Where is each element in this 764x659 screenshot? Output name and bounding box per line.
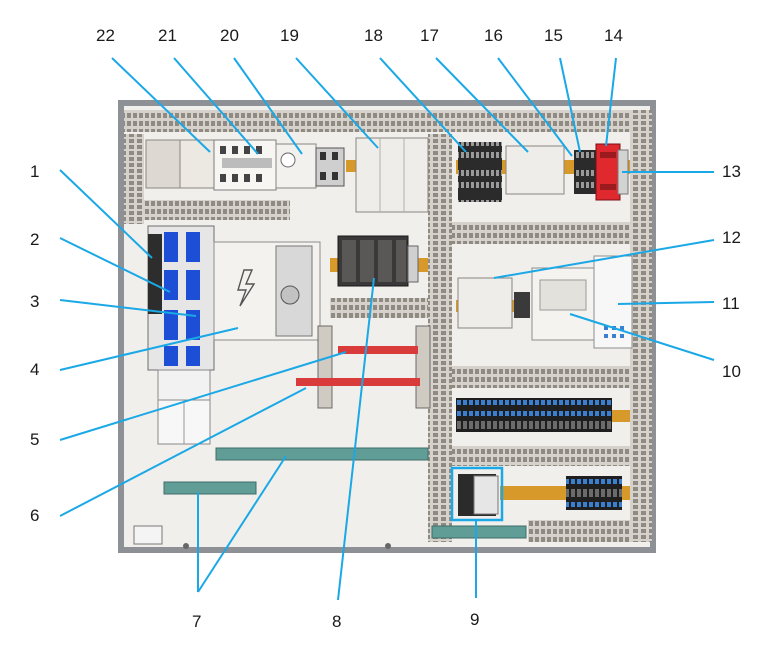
- callout-label-21: 21: [158, 26, 177, 45]
- main-switch-4: [213, 241, 321, 341]
- callout-label-13: 13: [722, 162, 741, 181]
- leader-line-12: [493, 239, 715, 279]
- module-19: [355, 137, 429, 213]
- leader-line-7-b: [197, 455, 287, 593]
- leader-line-10: [569, 313, 715, 361]
- plate-details: [133, 525, 391, 549]
- callout-label-20: 20: [220, 26, 239, 45]
- leader-line-15: [559, 57, 581, 153]
- leader-line-4: [59, 327, 239, 371]
- ground-rails: [163, 447, 527, 539]
- callout-label-5: 5: [30, 430, 40, 449]
- leader-line-1: [59, 169, 153, 259]
- leader-line-18: [379, 57, 467, 153]
- leader-line-11: [617, 301, 715, 305]
- top-right-modules: [458, 142, 629, 202]
- leader-line-14: [605, 57, 617, 147]
- callout-label-14: 14: [604, 26, 623, 45]
- terminal-strip: [456, 398, 612, 432]
- surge-protection-8: [337, 235, 419, 287]
- callout-label-19: 19: [280, 26, 299, 45]
- leader-line-8: [337, 277, 375, 601]
- callout-label-4: 4: [30, 360, 40, 379]
- callout-label-2: 2: [30, 230, 40, 249]
- callout-label-18: 18: [364, 26, 383, 45]
- callout-label-9: 9: [470, 610, 480, 629]
- component-9: [450, 466, 622, 522]
- right-middle-modules: [457, 255, 633, 349]
- callout-label-8: 8: [332, 612, 342, 631]
- callout-label-17: 17: [420, 26, 439, 45]
- callout-label-22: 22: [96, 26, 115, 45]
- callout-label-15: 15: [544, 26, 563, 45]
- busbars: [296, 325, 431, 409]
- leader-line-22: [111, 57, 211, 153]
- callout-label-6: 6: [30, 506, 40, 525]
- callout-label-10: 10: [722, 362, 741, 381]
- lightning-bolt-icon: [237, 269, 256, 307]
- leader-line-2: [59, 237, 171, 293]
- leader-line-19: [295, 57, 379, 149]
- leader-line-3: [59, 299, 197, 317]
- cable-ducts: [124, 110, 652, 542]
- callout-leader-lines: [59, 57, 715, 601]
- callout-label-7: 7: [192, 612, 202, 631]
- leader-line-16: [497, 57, 573, 157]
- leader-line-21: [173, 57, 259, 155]
- leader-line-5: [59, 351, 347, 441]
- callout-label-3: 3: [30, 292, 40, 311]
- callout-label-12: 12: [722, 228, 741, 247]
- callout-label-11: 11: [722, 294, 740, 313]
- callout-label-16: 16: [484, 26, 503, 45]
- top-left-modules: [145, 139, 345, 191]
- callout-label-1: 1: [30, 162, 40, 181]
- leader-line-6: [59, 387, 307, 517]
- leader-line-20: [233, 57, 303, 155]
- leader-line-17: [435, 57, 529, 153]
